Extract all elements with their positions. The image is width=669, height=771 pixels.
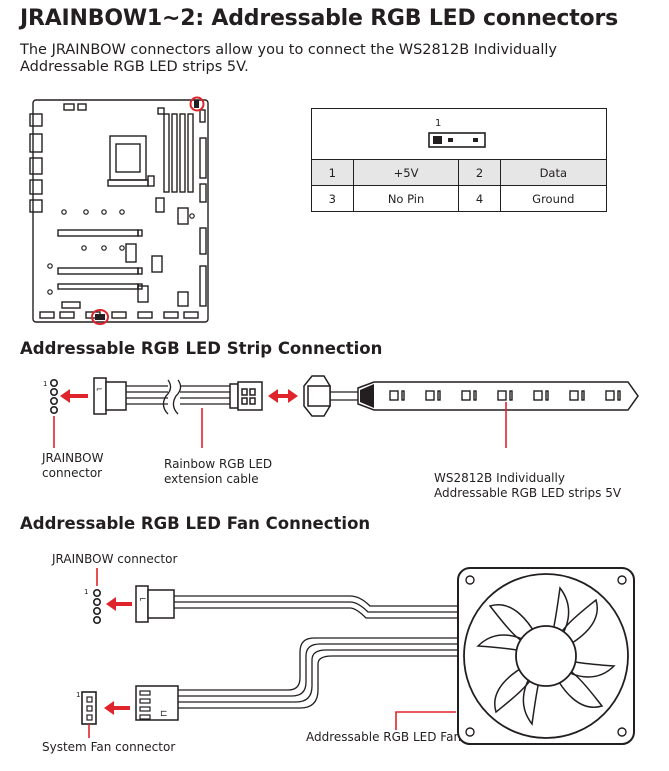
strip-pin1-label: 1	[43, 380, 47, 388]
arrow-icon	[104, 701, 130, 715]
signal-cell: Ground	[499, 185, 606, 211]
signal-cell: No Pin	[352, 185, 460, 211]
arrow-icon	[106, 597, 132, 611]
strip-label-line2: Addressable RGB LED strips 5V	[434, 486, 622, 500]
pin-cell: 3	[312, 185, 354, 211]
rgb-fan-illustration	[457, 567, 635, 745]
page-title: JRAINBOW1~2: Addressable RGB LED connect…	[20, 6, 619, 31]
pin-definition-table: 1 1 +5V 2 Data 3 No Pin 4 Ground	[311, 108, 607, 212]
signal-cell: Data	[499, 159, 606, 186]
cable-label-line2: extension cable	[164, 472, 259, 486]
jrainbow-connector-label: JRAINBOW connector	[52, 552, 178, 566]
pin-cell: 4	[458, 185, 501, 211]
strip-connection-diagram: 1 ⌐	[43, 375, 639, 448]
system-fan-connector-label: System Fan connector	[42, 740, 176, 754]
fan-pin1-label-bottom: 1	[76, 691, 80, 699]
jrainbow1-highlight	[189, 96, 205, 112]
table-row: 1 +5V 2 Data	[312, 159, 606, 186]
table-row: 3 No Pin 4 Ground	[312, 185, 606, 211]
jrainbow-label-line1: JRAINBOW	[42, 451, 104, 465]
svg-text:⌐: ⌐	[139, 595, 147, 605]
intro-paragraph: The JRAINBOW connectors allow you to con…	[20, 42, 557, 75]
pin-header-diagram: 1	[312, 109, 606, 159]
motherboard-illustration	[29, 96, 209, 325]
fan-pin1-label-top: 1	[84, 588, 88, 596]
svg-text:⌐: ⌐	[96, 385, 103, 394]
pin-header-label: 1	[435, 118, 442, 129]
svg-text:⊏: ⊏	[160, 709, 168, 719]
pin-cell: 1	[312, 159, 354, 186]
fan-section-heading: Addressable RGB LED Fan Connection	[20, 514, 371, 533]
arrow-icon	[60, 389, 88, 403]
fan-label: Addressable RGB LED Fan	[306, 730, 462, 744]
cable-label-line1: Rainbow RGB LED	[164, 457, 273, 471]
fan-connection-diagram: 1 ⌐ 1 ⊏	[76, 567, 635, 745]
jrainbow2-highlight	[91, 309, 109, 325]
pin-cell: 2	[458, 159, 501, 186]
double-arrow-icon	[268, 389, 298, 403]
strip-section-heading: Addressable RGB LED Strip Connection	[20, 339, 383, 358]
signal-cell: +5V	[352, 159, 460, 186]
strip-label-line1: WS2812B Individually	[434, 471, 565, 485]
jrainbow-label-line2: connector	[42, 466, 103, 480]
